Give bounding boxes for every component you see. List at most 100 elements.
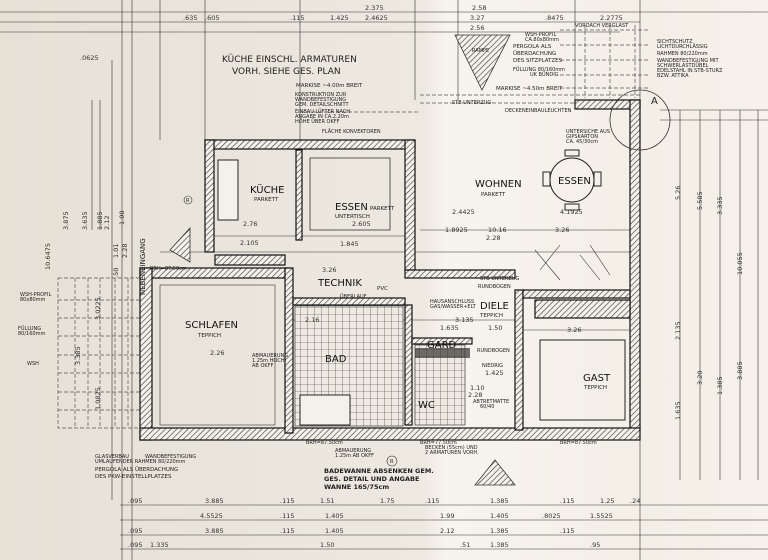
- dim: 3.885: [205, 497, 224, 505]
- note-fuellung-left-2: 80/160mm: [18, 331, 45, 337]
- dim: 1.8925: [445, 226, 468, 234]
- walls: [139, 99, 641, 441]
- note-luefter-3: HÖHE ÜBER OKFF: [295, 118, 340, 125]
- dim: 3.385: [74, 346, 82, 365]
- note-becken-2: 2 ARMATUREN VORH.: [425, 450, 479, 456]
- note-sichtschutz-1: SICHTSCHUTZ: [657, 39, 693, 45]
- dim: 3.26: [567, 326, 581, 334]
- floor-diele: TEPPICH: [479, 313, 503, 319]
- dim: .095: [128, 497, 142, 505]
- dim: 3.20: [696, 371, 704, 385]
- note-hausanschluss-1: HAUSANSCHLUSS: [430, 299, 474, 305]
- note-abmauerung-1: ABMAUERUNG: [335, 448, 371, 454]
- dim: .50: [112, 268, 120, 278]
- note-unterzug-top: STB UNTERZUG: [452, 100, 491, 106]
- dimension-texts: 2.58 2.2775 2.375 2.4625 .635 .605 3.27 …: [44, 4, 744, 549]
- note-pergola-sitz-3: DES SITZPLATZES: [513, 58, 563, 64]
- dim: 1.01: [112, 244, 120, 258]
- essen-untertisch: UNTERTISCH: [335, 214, 370, 220]
- note-brh-4: BRH=87.50cm: [560, 440, 597, 446]
- note-sichtschutz-7: BZW. ATTIKA: [657, 73, 689, 79]
- label-rampe: RAMPE: [472, 48, 489, 54]
- note-konstruktion-2: WANDBEFESTIGUNG: [295, 97, 346, 103]
- dim: 3.135: [455, 316, 474, 324]
- dim: 3.635: [81, 211, 89, 230]
- note-fuellung-top-2: UK BÜNDIG: [530, 71, 559, 78]
- room-gard: GARD: [427, 340, 457, 351]
- dim: 1.635: [674, 401, 682, 420]
- room-diele: DIELE: [480, 301, 509, 312]
- note-kueche-1: KÜCHE EINSCHL. ARMATUREN: [222, 54, 357, 65]
- dim: 10.6475: [44, 243, 52, 270]
- dim: 2.12: [103, 216, 111, 230]
- note-leuchten: DECKENEINBAULEUCHTEN: [505, 108, 572, 114]
- room-essen: ESSEN: [335, 202, 368, 213]
- dim: 1.5525: [590, 512, 613, 520]
- room-gast: GAST: [583, 373, 611, 384]
- dim: .115: [560, 497, 574, 505]
- note-fuellung-left-1: FÜLLUNG: [18, 325, 41, 332]
- dim: .115: [280, 512, 294, 520]
- radiator-marker-icon-2: [386, 455, 398, 467]
- note-pergola-sitz-1: PERGOLA ALS: [513, 44, 552, 50]
- dim: 2.28: [468, 391, 482, 399]
- room-bad: BAD: [325, 354, 347, 365]
- note-stb-unterzug: STB UNTERZUG: [480, 276, 519, 282]
- note-abmauerung-2: 1.25m AB OKFF: [335, 453, 374, 459]
- note-sichtschutz-3: RAHMEN 80/220mm: [657, 51, 708, 57]
- dim: 2.105: [240, 239, 259, 247]
- label-nebeneingang: NEBENEINGANG: [139, 238, 147, 295]
- note-konvektoren: FLÄCHE KONVEKTOREN: [322, 128, 381, 135]
- detail-marker-a: A: [651, 96, 658, 107]
- dim: 1.405: [325, 527, 344, 535]
- dim: 1.635: [440, 324, 459, 332]
- dim: 3.335: [716, 196, 724, 215]
- dim: 1.885: [96, 211, 104, 230]
- note-abtretmatte-1: ABTRETMATTE: [473, 399, 509, 405]
- note-badewanne-2: GES. DETAIL UND ANGABE: [324, 475, 419, 483]
- dim: 2.2775: [600, 14, 623, 22]
- note-kueche-2: VORH. SIEHE GES. PLAN: [232, 67, 341, 77]
- dim: 1.385: [490, 541, 509, 549]
- note-pergola-pkw-1: PERGOLA ALS ÜBERDACHUNG: [95, 466, 178, 473]
- dim: .51: [460, 541, 470, 549]
- dim: 1.99: [440, 512, 454, 520]
- note-rahmen: UMLAUFENDER RAHMEN 80/220mm: [95, 459, 186, 465]
- note-konstruktion-3: GEM. DETAILSCHNITT: [295, 102, 349, 108]
- note-brh-3: BRH=77.50cm: [420, 440, 457, 446]
- note-wandbefestigung: WANDBEFESTIGUNG: [145, 454, 196, 460]
- dim: 4.5525: [200, 512, 223, 520]
- dim: 2.26: [210, 349, 224, 357]
- note-hausanschluss-2: GAS/WASSER+ELT: [430, 304, 477, 310]
- note-pergola-sitz-2: ÜBERDACHUNG: [513, 50, 556, 57]
- dim: 1.405: [325, 512, 344, 520]
- dining-table: [542, 149, 602, 211]
- dim: 2.135: [674, 321, 682, 340]
- note-sichtschutz-6: EDELSTAHL IN STB-STURZ: [657, 68, 723, 74]
- note-wsh: WSH: [27, 361, 39, 367]
- dim: 1.425: [485, 369, 504, 377]
- pergola-right: [560, 25, 650, 98]
- dim: 3.27: [470, 14, 484, 22]
- dim: 2.16: [305, 316, 319, 324]
- note-badewanne-3: WANNE 165/75cm: [324, 483, 389, 491]
- dim: .115: [280, 527, 294, 535]
- note-untersicht-1: UNTERSICHE AUS: [566, 129, 610, 135]
- room-essen-wohnen: ESSEN: [558, 176, 591, 187]
- room-technik: TECHNIK: [317, 278, 362, 289]
- ramp-top: [454, 34, 511, 91]
- sofa: [534, 244, 611, 281]
- note-abtretmatte-2: 60/40: [480, 404, 494, 410]
- note-untersicht-3: CA. 45/30cm: [566, 139, 598, 145]
- floor-gast: TEPPICH: [583, 385, 607, 391]
- dim: 1.00: [118, 211, 126, 225]
- dim: 1.385: [490, 527, 509, 535]
- dim: 1.10: [470, 384, 484, 392]
- wc-tiles: [414, 344, 466, 426]
- wardrobe: [415, 348, 470, 358]
- dim: .8025: [542, 512, 561, 520]
- note-abmauerung2-3: AB OKFF: [252, 363, 274, 369]
- dim: 1.335: [150, 541, 169, 549]
- dim: 2.605: [352, 220, 371, 228]
- dim: 1.50: [488, 324, 502, 332]
